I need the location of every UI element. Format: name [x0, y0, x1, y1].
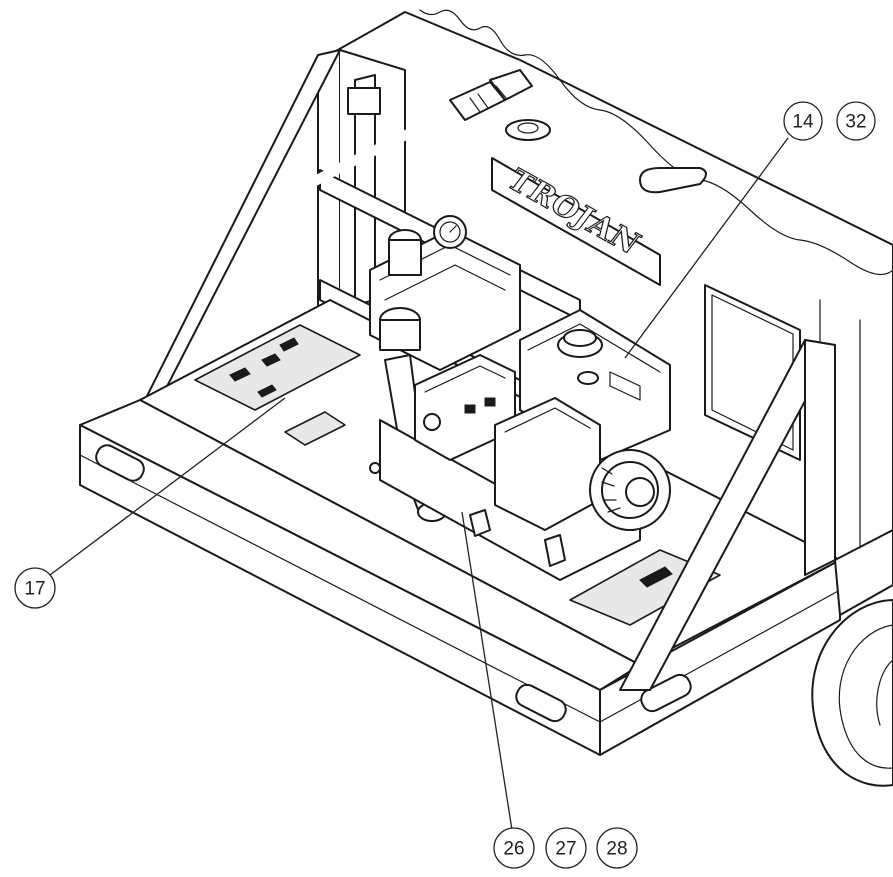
- callout-14: 14: [783, 101, 823, 141]
- pressure-gauge-icon: [433, 215, 467, 249]
- callout-14-label: 14: [792, 112, 814, 133]
- leader-26: [461, 511, 513, 831]
- callout-28-label: 28: [606, 839, 627, 860]
- callout-32-label: 32: [845, 112, 866, 133]
- callout-27-label: 27: [555, 839, 576, 860]
- wheel-icon: [811, 599, 893, 787]
- callout-17-label: 17: [24, 579, 45, 600]
- hose-icon: [132, 69, 533, 445]
- callout-26-label: 26: [503, 839, 524, 860]
- callout-27: 27: [545, 827, 587, 869]
- right-rail: [599, 339, 893, 756]
- front-rail: [79, 399, 641, 756]
- engine-icon: [369, 309, 671, 581]
- callout-28: 28: [596, 827, 638, 869]
- water-tank: TROJAN: [319, 9, 893, 561]
- leader-17: [49, 397, 286, 576]
- callout-26: 26: [493, 827, 535, 869]
- leader-14: [624, 137, 789, 359]
- callout-17: 17: [14, 567, 56, 609]
- callouts: 14 32 17 26 27 28: [14, 101, 876, 869]
- callout-32: 32: [836, 101, 876, 141]
